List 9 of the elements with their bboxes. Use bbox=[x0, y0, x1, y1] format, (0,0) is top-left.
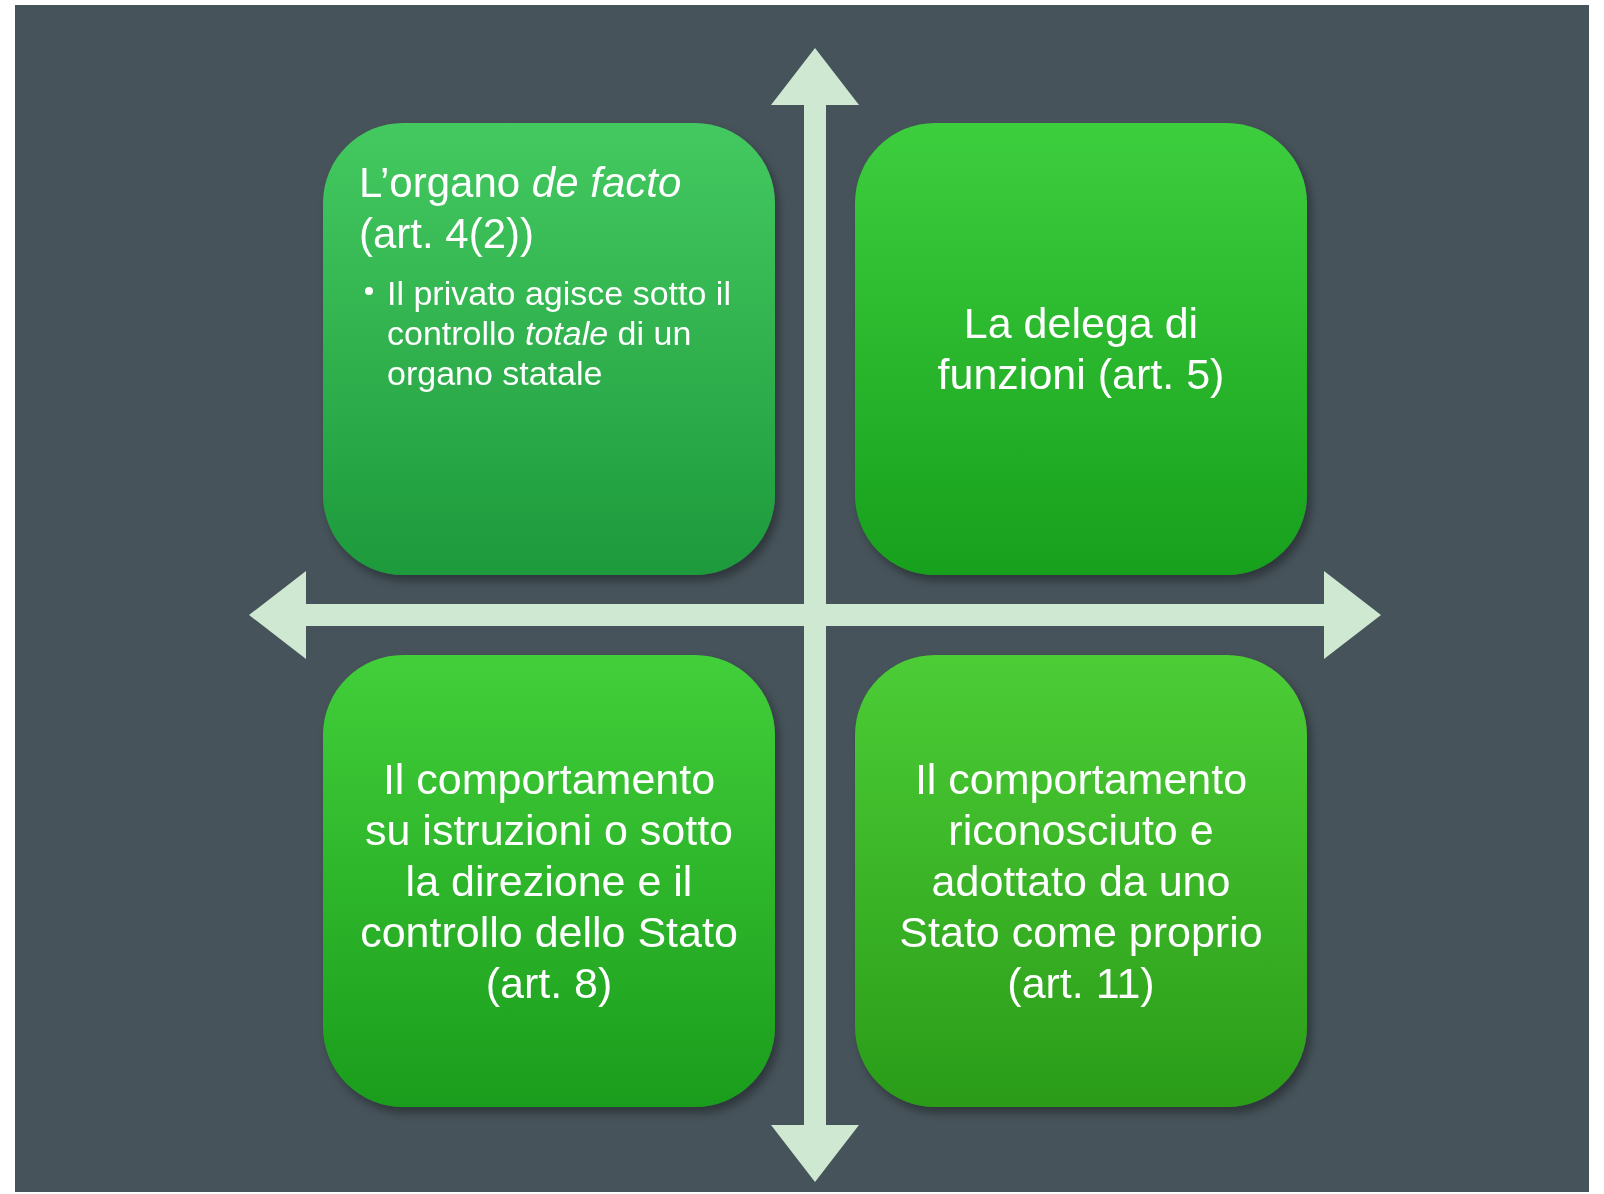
box-title: L’organo de facto (art. 4(2)) bbox=[359, 158, 683, 259]
rounded-box bbox=[855, 655, 1307, 1107]
bullet-text: Il privato agisce sotto il controllo totale di un organo statale bbox=[387, 273, 732, 393]
rounded-box bbox=[323, 655, 775, 1107]
rounded-box bbox=[855, 123, 1307, 575]
box-title: Il comportamento riconosciuto e adottato da uno Stato come proprio (art. 11) bbox=[898, 753, 1264, 1009]
box-title: La delega di funzioni (art. 5) bbox=[936, 298, 1226, 400]
box-title: Il comportamento su istruzioni o sotto la direzione e il controllo dello Stato (art. 8) bbox=[359, 753, 739, 1009]
rounded-box bbox=[323, 123, 775, 575]
